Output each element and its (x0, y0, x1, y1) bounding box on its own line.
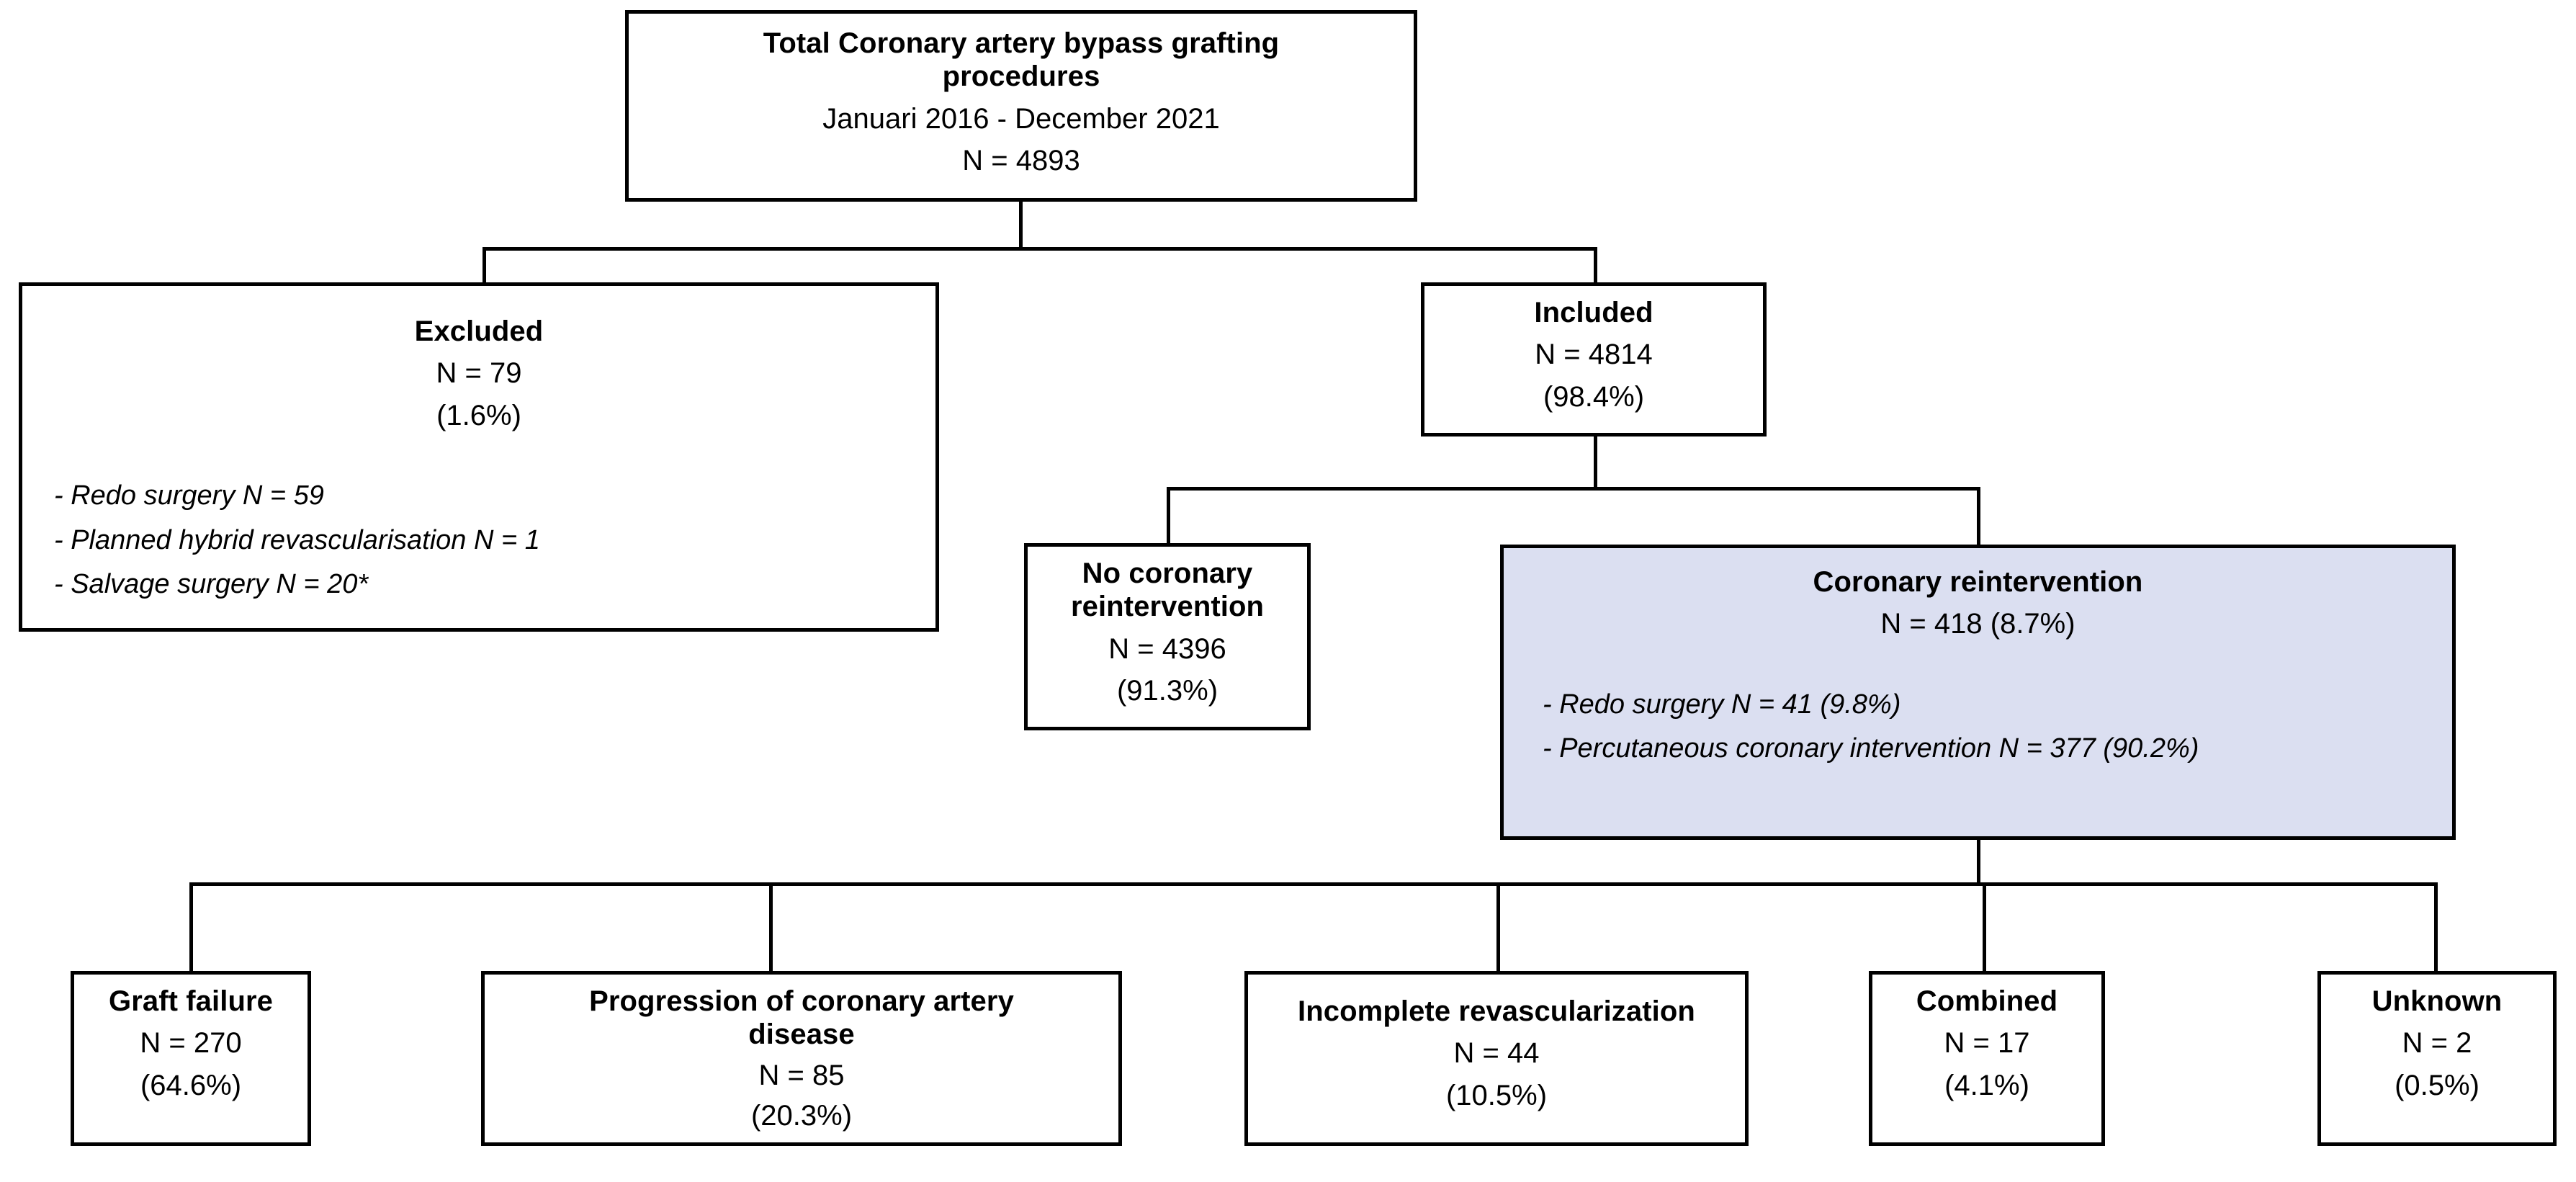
list-item: - Percutaneous coronary intervention N =… (1543, 733, 2199, 764)
node-unknown-title: Unknown (2371, 985, 2503, 1017)
node-unknown-n: N = 2 (2402, 1027, 2472, 1060)
list-item: - Redo surgery N = 59 (54, 480, 324, 511)
node-reintervention-title: Coronary reintervention (1813, 566, 2143, 598)
connector-to-no-reintervention (1167, 487, 1170, 545)
connector-level3-bar (189, 882, 2438, 886)
connector-to-graft-failure (189, 882, 193, 972)
node-progression-cad[interactable]: Progression of coronary artery disease N… (481, 971, 1122, 1146)
node-combined-title: Combined (1916, 985, 2058, 1017)
connector-total-stem (1019, 200, 1023, 249)
list-item: - Redo surgery N = 41 (9.8%) (1543, 689, 1901, 720)
connector-to-unknown (2434, 882, 2438, 972)
node-no-reintervention-title: No coronary reintervention (1070, 558, 1265, 623)
node-reintervention-items: - Redo surgery N = 41 (9.8%) - Percutane… (1511, 683, 2445, 771)
connector-to-excluded (483, 247, 486, 285)
node-progression-title: Progression of coronary artery disease (589, 985, 1014, 1051)
node-excluded-n: N = 79 (436, 357, 522, 390)
node-excluded-items: - Redo surgery N = 59 - Planned hybrid r… (30, 474, 928, 607)
node-graft-failure-n: N = 270 (140, 1027, 242, 1060)
node-combined-pct: (4.1%) (1944, 1069, 2029, 1101)
node-progression-n: N = 85 (758, 1059, 845, 1091)
node-graft-failure-pct: (64.6%) (140, 1069, 242, 1101)
node-total-n: N = 4893 (962, 145, 1080, 177)
node-incomplete-revascularization[interactable]: Incomplete revascularization N = 44 (10.… (1244, 971, 1749, 1146)
connector-included-stem (1594, 436, 1597, 488)
node-incomplete-n: N = 44 (1453, 1037, 1540, 1070)
node-combined[interactable]: Combined N = 17 (4.1%) (1869, 971, 2105, 1146)
node-incomplete-title: Incomplete revascularization (1298, 995, 1695, 1027)
node-included-title: Included (1534, 297, 1653, 328)
node-graft-failure-title: Graft failure (108, 985, 274, 1017)
node-total-title: Total Coronary artery bypass grafting pr… (763, 27, 1280, 93)
connector-to-reintervention (1977, 487, 1980, 545)
node-excluded[interactable]: Excluded N = 79 (1.6%) - Redo surgery N … (19, 282, 939, 632)
node-excluded-pct: (1.6%) (436, 399, 521, 431)
node-excluded-title: Excluded (414, 315, 544, 347)
connector-level2-bar (1167, 487, 1980, 491)
connector-reintervention-stem (1977, 838, 1980, 884)
node-included-pct: (98.4%) (1543, 380, 1645, 413)
node-coronary-reintervention[interactable]: Coronary reintervention N = 418 (8.7%) -… (1500, 545, 2456, 840)
connector-to-included (1594, 247, 1597, 285)
connector-to-incomplete (1496, 882, 1500, 972)
node-unknown[interactable]: Unknown N = 2 (0.5%) (2317, 971, 2557, 1146)
list-item: - Planned hybrid revascularisation N = 1 (54, 524, 540, 555)
node-graft-failure[interactable]: Graft failure N = 270 (64.6%) (71, 971, 311, 1146)
node-combined-n: N = 17 (1944, 1027, 2030, 1060)
node-total-procedures[interactable]: Total Coronary artery bypass grafting pr… (625, 10, 1417, 202)
node-no-reintervention-pct: (91.3%) (1116, 675, 1219, 707)
list-item: - Salvage surgery N = 20* (54, 569, 369, 600)
node-total-period: Januari 2016 - December 2021 (822, 102, 1220, 135)
connector-level1-bar (483, 247, 1597, 251)
node-included[interactable]: Included N = 4814 (98.4%) (1421, 282, 1767, 436)
node-no-reintervention-n: N = 4396 (1108, 632, 1226, 665)
connector-to-progression (769, 882, 773, 972)
node-incomplete-pct: (10.5%) (1445, 1079, 1548, 1111)
node-included-n: N = 4814 (1535, 339, 1653, 371)
node-progression-pct: (20.3%) (750, 1099, 853, 1132)
node-unknown-pct: (0.5%) (2395, 1069, 2479, 1101)
node-reintervention-n: N = 418 (8.7%) (1880, 608, 2075, 640)
node-no-coronary-reintervention[interactable]: No coronary reintervention N = 4396 (91.… (1024, 543, 1311, 730)
connector-to-combined (1983, 882, 1986, 972)
